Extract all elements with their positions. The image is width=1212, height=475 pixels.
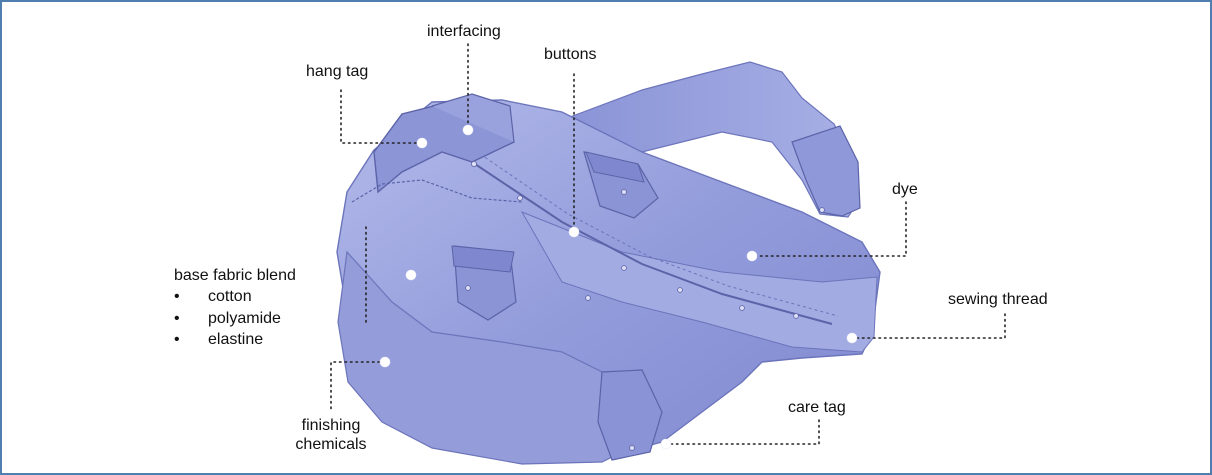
leader-sewing-thread bbox=[854, 314, 1005, 338]
marker-finishing-chemicals bbox=[380, 357, 390, 367]
label-sewing-thread: sewing thread bbox=[948, 290, 1048, 309]
label-buttons: buttons bbox=[544, 45, 596, 64]
label-base-fabric-blend: base fabric blend • cotton • polyamide • el… bbox=[174, 265, 296, 351]
bullet-glyph: • bbox=[174, 286, 180, 308]
label-care-tag: care tag bbox=[788, 398, 846, 417]
marker-dye bbox=[747, 251, 757, 261]
right-cuff bbox=[792, 126, 860, 216]
base-fabric-title: base fabric blend bbox=[174, 265, 296, 286]
label-finishing-chemicals: finishing chemicals bbox=[286, 416, 376, 454]
leader-care-tag bbox=[666, 420, 819, 444]
fabric-component-list: • cotton • polyamide • elastine bbox=[174, 286, 296, 351]
fabric-component-name: elastine bbox=[208, 331, 263, 348]
fabric-component: • elastine bbox=[174, 329, 296, 351]
label-interfacing: interfacing bbox=[427, 22, 501, 41]
bullet-glyph: • bbox=[174, 329, 180, 351]
fabric-component-name: polyamide bbox=[208, 310, 281, 327]
fabric-component: • cotton bbox=[174, 286, 296, 308]
bullet-glyph: • bbox=[174, 308, 180, 330]
marker-interfacing bbox=[463, 125, 473, 135]
fabric-component-name: cotton bbox=[208, 288, 252, 305]
label-dye: dye bbox=[892, 180, 918, 199]
marker-buttons bbox=[569, 227, 579, 237]
label-hang-tag: hang tag bbox=[306, 62, 368, 81]
label-finishing-line2: chemicals bbox=[286, 435, 376, 454]
marker-care-tag bbox=[661, 439, 671, 449]
fabric-component: • polyamide bbox=[174, 308, 296, 330]
label-finishing-line1: finishing bbox=[286, 416, 376, 435]
marker-base-fabric bbox=[406, 270, 416, 280]
marker-hang-tag bbox=[417, 138, 427, 148]
marker-sewing-thread bbox=[847, 333, 857, 343]
